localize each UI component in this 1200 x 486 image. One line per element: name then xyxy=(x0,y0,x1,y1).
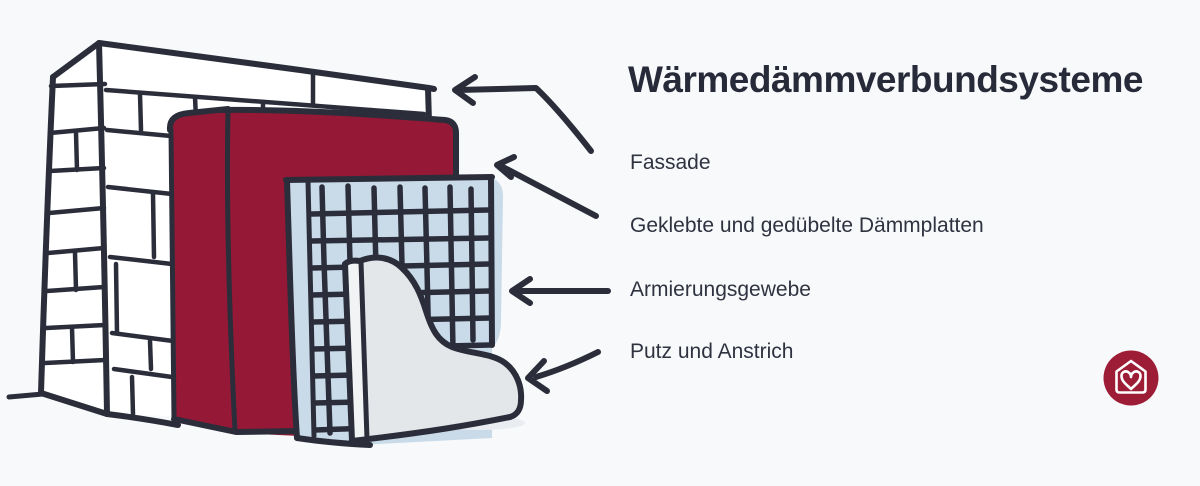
annotation-arrows xyxy=(452,74,611,394)
page-title: Wärmedämmverbundsysteme xyxy=(628,59,1143,100)
arrow-to-mesh xyxy=(509,276,611,306)
brick-mortar-lines xyxy=(42,70,427,417)
label-putz: Putz und Anstrich xyxy=(630,340,794,363)
arrow-to-facade xyxy=(452,74,594,154)
brand-logo xyxy=(1103,350,1159,406)
label-fassade: Fassade xyxy=(630,151,711,174)
wdvs-illustration xyxy=(6,40,611,448)
arrow-to-plaster xyxy=(525,349,601,394)
house-heart-icon xyxy=(1103,350,1159,406)
arrow-to-insulation xyxy=(494,154,599,219)
plaster-layer xyxy=(342,254,525,444)
label-daemmplatten: Geklebte und gedübelte Dämmplatten xyxy=(630,214,984,237)
label-armierungsgewebe: Armierungsgewebe xyxy=(630,278,811,301)
